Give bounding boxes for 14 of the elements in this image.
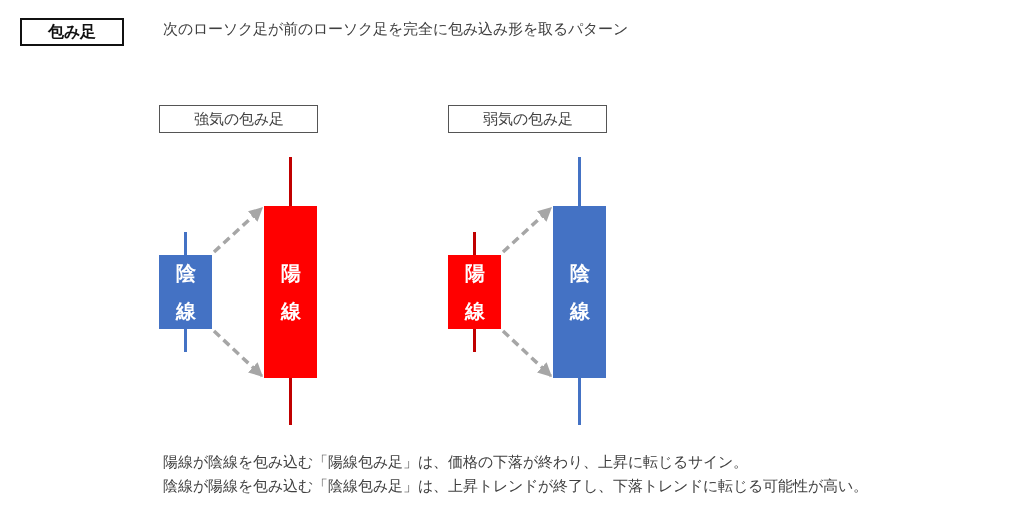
bearish-candle-body: 陰線 <box>159 255 212 329</box>
note-text: 陽線が陰線を包み込む「陽線包み足」は、価格の下落が終わり、上昇に転じるサイン。 <box>163 453 748 472</box>
note-text: 陰線が陽線を包み込む「陰線包み足」は、上昇トレンドが終了し、下落トレンドに転じる可能性が高い。 <box>163 477 868 496</box>
arrow <box>212 329 264 378</box>
caption-box: 弱気の包み足 <box>448 105 607 133</box>
bullish-candle-body: 陽線 <box>448 255 501 329</box>
arrow <box>212 206 264 254</box>
caption-box: 強気の包み足 <box>159 105 318 133</box>
arrow <box>501 206 553 254</box>
title-box: 包み足 <box>20 18 124 46</box>
arrow <box>501 329 553 378</box>
description-text: 次のローソク足が前のローソク足を完全に包み込み形を取るパターン <box>163 20 628 39</box>
bearish-candle-body: 陰線 <box>553 206 606 378</box>
bullish-candle-body: 陽線 <box>264 206 317 378</box>
